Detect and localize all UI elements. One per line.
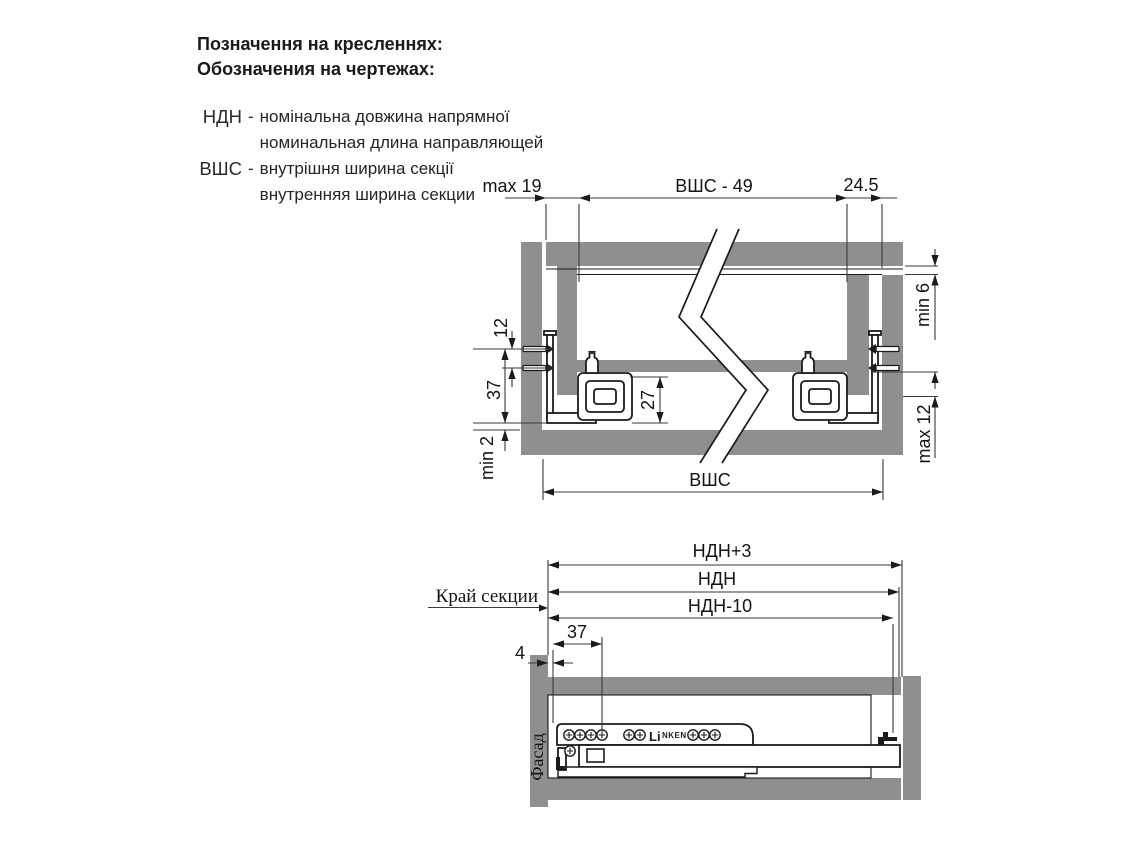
legend-abbr: ВШС: [199, 158, 242, 179]
legend-text-ua: внутрішня ширина секції: [259, 159, 454, 178]
screw-icon: [698, 729, 710, 741]
legend-text-ua: номінальна довжина напрямної: [259, 107, 510, 126]
screw-icon: [634, 729, 646, 741]
legend-text-ru: внутренняя ширина секции: [259, 185, 475, 204]
section-bottom-panel: [548, 778, 901, 800]
right-slide-bracket: [792, 330, 882, 424]
dim-4: 4: [515, 643, 525, 663]
label-section-edge: Край секции: [436, 586, 538, 607]
break-gap: [679, 229, 768, 463]
lower-flange: [557, 766, 758, 778]
drawer-right-side: [847, 275, 869, 395]
legend: НДН - номінальна довжина напрямної номин…: [192, 104, 543, 208]
break-line-left: [678, 228, 748, 464]
legend-dash: -: [248, 107, 254, 126]
legend-abbr: НДН: [202, 106, 242, 127]
length-dimensions: НДН+3 НДН НДН-10 37 4 Край секции Фасад: [428, 541, 903, 781]
left-slide-bracket: [543, 330, 633, 424]
member-hole: [586, 748, 605, 763]
dim-vshs: ВШС: [689, 470, 731, 490]
section-top-panel: [548, 677, 901, 695]
screw-icon: [709, 729, 721, 741]
panel-edge-lines: [546, 268, 903, 276]
screw-icon: [687, 729, 699, 741]
dim-vshs49: ВШС - 49: [675, 176, 753, 196]
screw-icon: [585, 729, 597, 741]
dim-ndn: НДН: [698, 569, 736, 589]
brand-logo-rest: NKEN: [662, 731, 687, 740]
slide-rail-assembly: Li NKEN: [556, 723, 901, 778]
dim-ndn-minus10: НДН-10: [688, 596, 752, 616]
dim-ndn-plus3: НДН+3: [693, 541, 752, 561]
legend-dash: -: [248, 159, 254, 178]
section-back-panel: [903, 676, 921, 800]
dim-12: 12: [491, 318, 511, 338]
drawer-bottom-panel: [577, 360, 847, 372]
dim-min6: min 6: [913, 283, 933, 327]
legend-item-ndn: НДН - номінальна довжина напрямної номин…: [192, 104, 543, 156]
label-facade: Фасад: [527, 733, 547, 781]
screw-icon: [574, 729, 586, 741]
title-ua: Позначення на кресленнях:: [197, 34, 443, 54]
facade-panel: [530, 655, 548, 807]
clamp-pin: [801, 352, 815, 374]
brand-logo: Li: [649, 729, 661, 744]
clamp-pin: [585, 352, 599, 374]
screw-icon: [623, 729, 635, 741]
rear-hook-icon: [878, 732, 897, 745]
dim-max19: max 19: [482, 176, 541, 196]
legend-item-vshs: ВШС - внутрішня ширина секції внутренняя…: [192, 156, 543, 208]
page-title: Позначення на кресленнях: Обозначения на…: [197, 32, 443, 82]
section-drawing: max 19 ВШС - 49 24.5 12 37 min 2 27 min …: [473, 175, 939, 500]
break-line-right: [700, 228, 770, 464]
slide-length-drawing: Li NKEN НДН+3 НДН НДН-10 37 4 Край секци…: [428, 541, 921, 807]
dim-245: 24.5: [843, 175, 878, 195]
screw-icon: [563, 729, 575, 741]
title-ru: Обозначения на чертежах:: [197, 59, 435, 79]
dim-min2: min 2: [477, 436, 497, 480]
dim-37: 37: [484, 380, 504, 400]
front-hook-icon: [556, 757, 565, 770]
dim-max12: max 12: [914, 404, 934, 463]
dim-37-hole: 37: [567, 622, 587, 642]
dim-27: 27: [638, 390, 658, 410]
cavity-outline: [547, 694, 872, 779]
legend-text-ru: номинальная длина направляющей: [259, 133, 544, 152]
drawer-left-side: [557, 266, 577, 395]
screw-icon: [564, 745, 576, 757]
right-mounting-screws: [868, 344, 900, 373]
moving-member: [578, 744, 901, 768]
section-dimensions: max 19 ВШС - 49 24.5 12 37 min 2 27 min …: [473, 175, 939, 500]
